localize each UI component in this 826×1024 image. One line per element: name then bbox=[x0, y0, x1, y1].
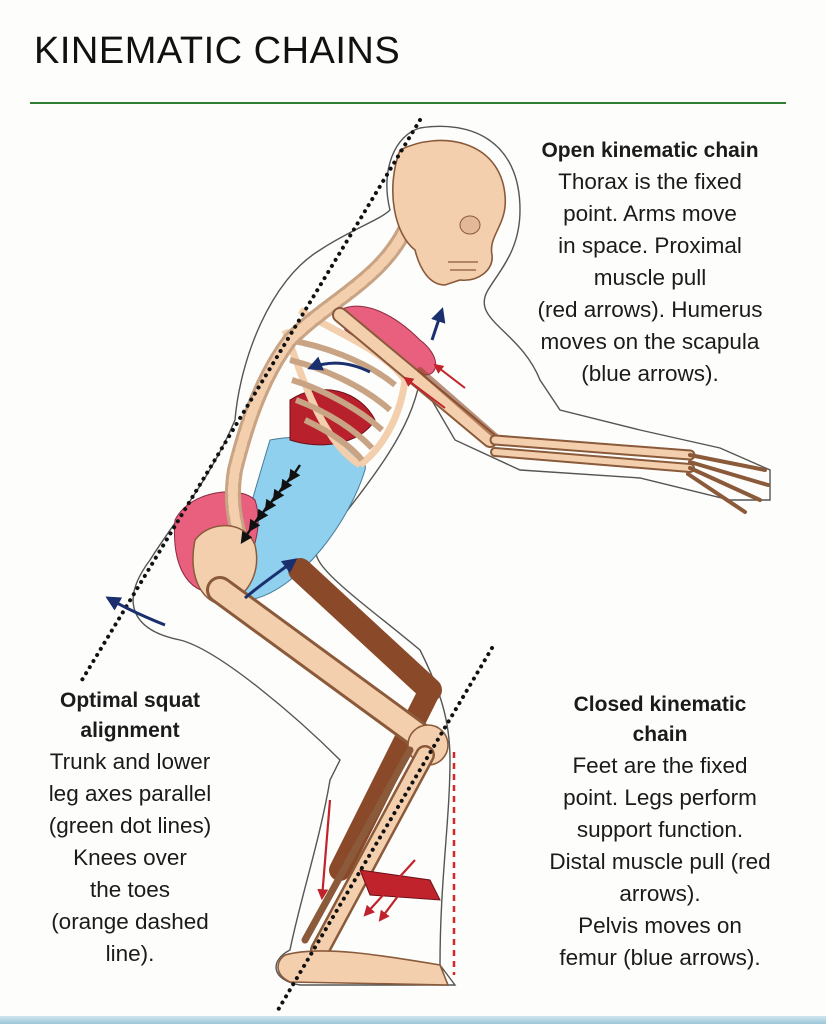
squat-line: Trunk and lower bbox=[49, 749, 211, 774]
blue-arrow-thorax bbox=[307, 356, 371, 374]
spine bbox=[224, 222, 413, 548]
foot-muscle-red bbox=[359, 869, 441, 901]
squat-heading: alignment bbox=[80, 719, 180, 742]
arm bbox=[332, 305, 770, 514]
hand-bones bbox=[686, 453, 770, 514]
open-chain-line: in space. Proximal bbox=[558, 233, 742, 258]
blue-arrow-pelvis-back bbox=[105, 596, 166, 627]
squat-line: (orange dashed bbox=[51, 909, 209, 934]
squat-line: leg axes parallel bbox=[48, 781, 212, 806]
closed-chain-line: Feet are the fixed bbox=[572, 753, 748, 778]
open-chain-line: point. Arms move bbox=[563, 201, 737, 226]
black-arrows-spine bbox=[240, 464, 301, 544]
squat-line: the toes bbox=[89, 877, 171, 902]
closed-kinematic-chain-label: Closed kinematic chain Feet are the fixe… bbox=[510, 690, 810, 974]
skull bbox=[392, 139, 507, 286]
closed-chain-line: arrows). bbox=[619, 881, 701, 906]
closed-chain-heading: chain bbox=[632, 723, 688, 746]
page-title: KINEMATIC CHAINS bbox=[34, 30, 401, 72]
open-chain-line: muscle pull bbox=[593, 265, 707, 290]
open-chain-line: moves on the scapula bbox=[540, 329, 760, 354]
blue-arrow-pelvis-front bbox=[244, 558, 298, 600]
squat-line: line). bbox=[105, 941, 155, 966]
body-outline bbox=[132, 125, 771, 986]
squat-line: Knees over bbox=[73, 845, 187, 870]
open-chain-heading: Open kinematic chain bbox=[541, 139, 759, 162]
open-chain-line: (blue arrows). bbox=[581, 361, 719, 386]
lower-leg-axis-dotted-line bbox=[276, 646, 494, 1012]
red-arrows-leg bbox=[317, 799, 416, 922]
optimal-squat-alignment-label: Optimal squat alignment Trunk and lower … bbox=[18, 686, 242, 970]
squat-line: (green dot lines) bbox=[48, 813, 212, 838]
squat-heading: Optimal squat bbox=[59, 689, 201, 712]
alignment-guides bbox=[80, 118, 494, 1012]
closed-chain-line: femur (blue arrows). bbox=[559, 945, 761, 970]
open-chain-line: (red arrows). Humerus bbox=[537, 297, 763, 322]
open-chain-line: Thorax is the fixed bbox=[558, 169, 742, 194]
trunk-axis-dotted-line bbox=[80, 118, 422, 682]
closed-chain-line: Pelvis moves on bbox=[578, 913, 742, 938]
movement-arrows bbox=[105, 307, 466, 922]
closed-chain-line: support function. bbox=[576, 817, 744, 842]
closed-chain-line: Distal muscle pull (red bbox=[549, 849, 771, 874]
red-arrows-arm bbox=[403, 363, 466, 409]
title-divider bbox=[30, 102, 786, 104]
closed-chain-heading: Closed kinematic bbox=[573, 693, 747, 716]
legs bbox=[206, 558, 450, 986]
blue-arrow-humerus bbox=[430, 307, 446, 341]
open-kinematic-chain-label: Open kinematic chain Thorax is the fixed… bbox=[500, 136, 800, 390]
foot-bones bbox=[277, 950, 450, 986]
closed-chain-line: point. Legs perform bbox=[563, 785, 757, 810]
page-bottom-edge bbox=[0, 1016, 826, 1024]
